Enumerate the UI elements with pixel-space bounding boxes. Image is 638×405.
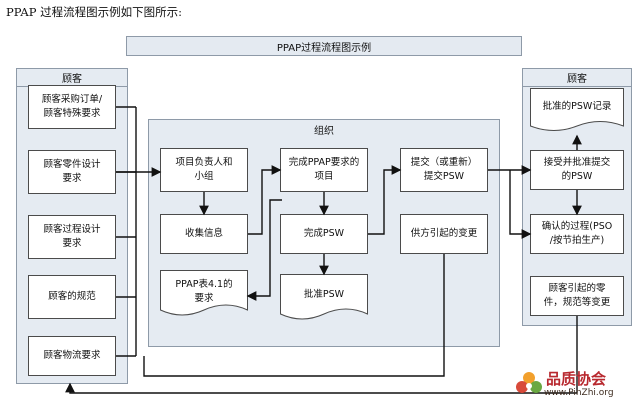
logo-url: www.PinZhi.org: [544, 388, 614, 398]
customer-po-box: 顾客采购订单/ 顾客特殊要求: [28, 85, 116, 129]
accept-psw-box: 接受并批准提交 的PSW: [530, 150, 624, 190]
complete-ppap-box: 完成PPAP要求的 项目: [280, 148, 368, 192]
customer-logistics-box: 顾客物流要求: [28, 336, 116, 376]
doc-shape: [530, 88, 624, 131]
customer-spec-box: 顾客的规范: [28, 275, 116, 319]
organization-panel-title: 组织: [314, 125, 334, 137]
customer-part-design-box: 顾客零件设计 要求: [28, 150, 116, 194]
flower-icon: [516, 372, 542, 393]
confirmed-process-box: 确认的过程(PSO /按节拍生产): [530, 214, 624, 254]
complete-psw-box: 完成PSW: [280, 214, 368, 254]
project-lead-box: 项目负责人和 小组: [160, 148, 248, 192]
pinzhi-logo: 品质协会 www.PinZhi.org: [514, 366, 638, 405]
logo-name: 品质协会: [546, 370, 607, 388]
submit-psw-box: 提交（或重新） 提交PSW: [400, 148, 488, 192]
diagram-title-text: PPAP过程流程图示例: [276, 42, 372, 54]
customer-change-box: 顾客引起的零 件，规范等变更: [530, 276, 624, 316]
customer-process-design-box: 顾客过程设计 要求: [28, 215, 116, 259]
diagram-title: PPAP过程流程图示例: [126, 36, 522, 56]
ppap-form-doc: PPAP表4.1的 要求: [160, 270, 248, 320]
approve-psw-doc: 批准PSW: [280, 274, 368, 324]
right-panel-title: 顾客: [523, 69, 631, 87]
psw-record-doc: 批准的PSW记录: [530, 88, 624, 136]
collect-info-box: 收集信息: [160, 214, 248, 254]
supplier-change-box: 供方引起的变更: [400, 214, 488, 254]
page-caption: PPAP 过程流程图示例如下图所示:: [6, 5, 182, 19]
